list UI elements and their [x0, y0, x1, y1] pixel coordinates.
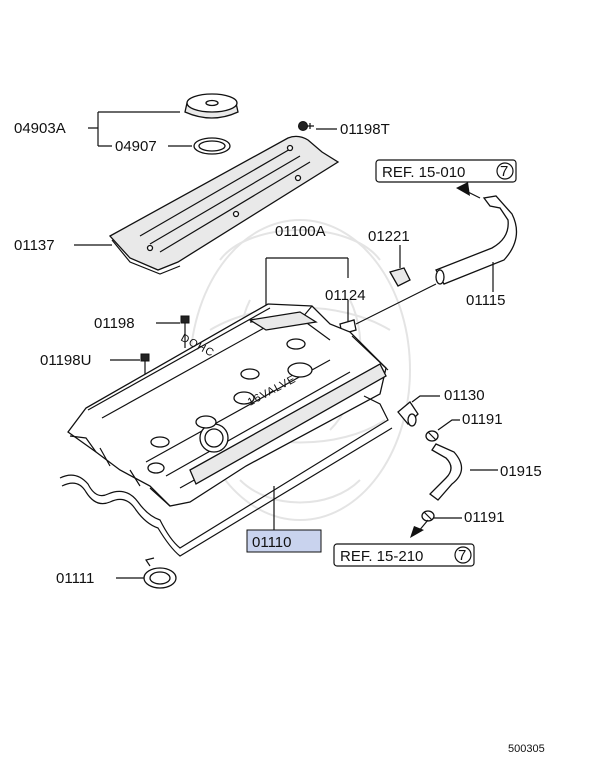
grommet-01221: [389, 267, 411, 287]
bolt-01198T: [298, 121, 337, 131]
label-01111: 01111: [56, 570, 94, 587]
leader-01130: [411, 395, 440, 403]
oil-filler-cap: [184, 93, 239, 119]
label-01137: 01137: [14, 237, 55, 254]
label-01191-upper: 01191: [462, 411, 503, 428]
ref-box-15-010: REF. 15-010 7: [375, 159, 517, 183]
label-01915: 01915: [500, 463, 542, 480]
arrow-to-ref2-line: [417, 519, 429, 533]
diagram-id: 500305: [508, 743, 545, 755]
clamp-01191-upper: [425, 430, 439, 442]
label-01191-lower: 01191: [464, 509, 505, 526]
label-04907: 04907: [115, 138, 157, 155]
hose-guide-line: [355, 283, 437, 325]
label-01198T: 01198T: [340, 121, 390, 138]
cap-gasket: [193, 137, 231, 155]
leader-01100A: [265, 257, 349, 324]
ref-15-010-text: REF. 15-010: [382, 164, 465, 181]
label-01100A: 01100A: [275, 223, 326, 240]
ref-15-010-number: 7: [500, 163, 508, 180]
label-01198: 01198: [94, 315, 135, 332]
label-01221: 01221: [368, 228, 410, 245]
ref-15-210-number: 7: [458, 547, 466, 564]
hose-01115: [435, 195, 518, 285]
highlight-01110[interactable]: [246, 529, 322, 553]
leader-01191-upper: [437, 419, 460, 431]
label-04903A: 04903A: [14, 120, 66, 137]
valve-cover: [67, 303, 389, 507]
seal-ring-01111: [143, 557, 177, 589]
valve-cover-gasket: [59, 395, 393, 557]
hose-01915: [429, 443, 463, 501]
ref-box-15-210: REF. 15-210 7: [333, 543, 475, 567]
clamp-01191-lower: [421, 510, 435, 522]
label-01198U: 01198U: [40, 352, 91, 369]
bolt-01198: [180, 315, 190, 348]
cap-leaders: [88, 111, 192, 147]
label-01115: 01115: [466, 292, 506, 309]
label-01110[interactable]: 01110: [252, 534, 292, 551]
label-01130: 01130: [444, 387, 485, 404]
ref-15-210-text: REF. 15-210: [340, 548, 423, 565]
arrow-to-ref1-line: [461, 188, 481, 199]
label-01124: 01124: [325, 287, 366, 304]
cover-plate: [108, 135, 340, 275]
fitting-01130: [397, 401, 419, 427]
